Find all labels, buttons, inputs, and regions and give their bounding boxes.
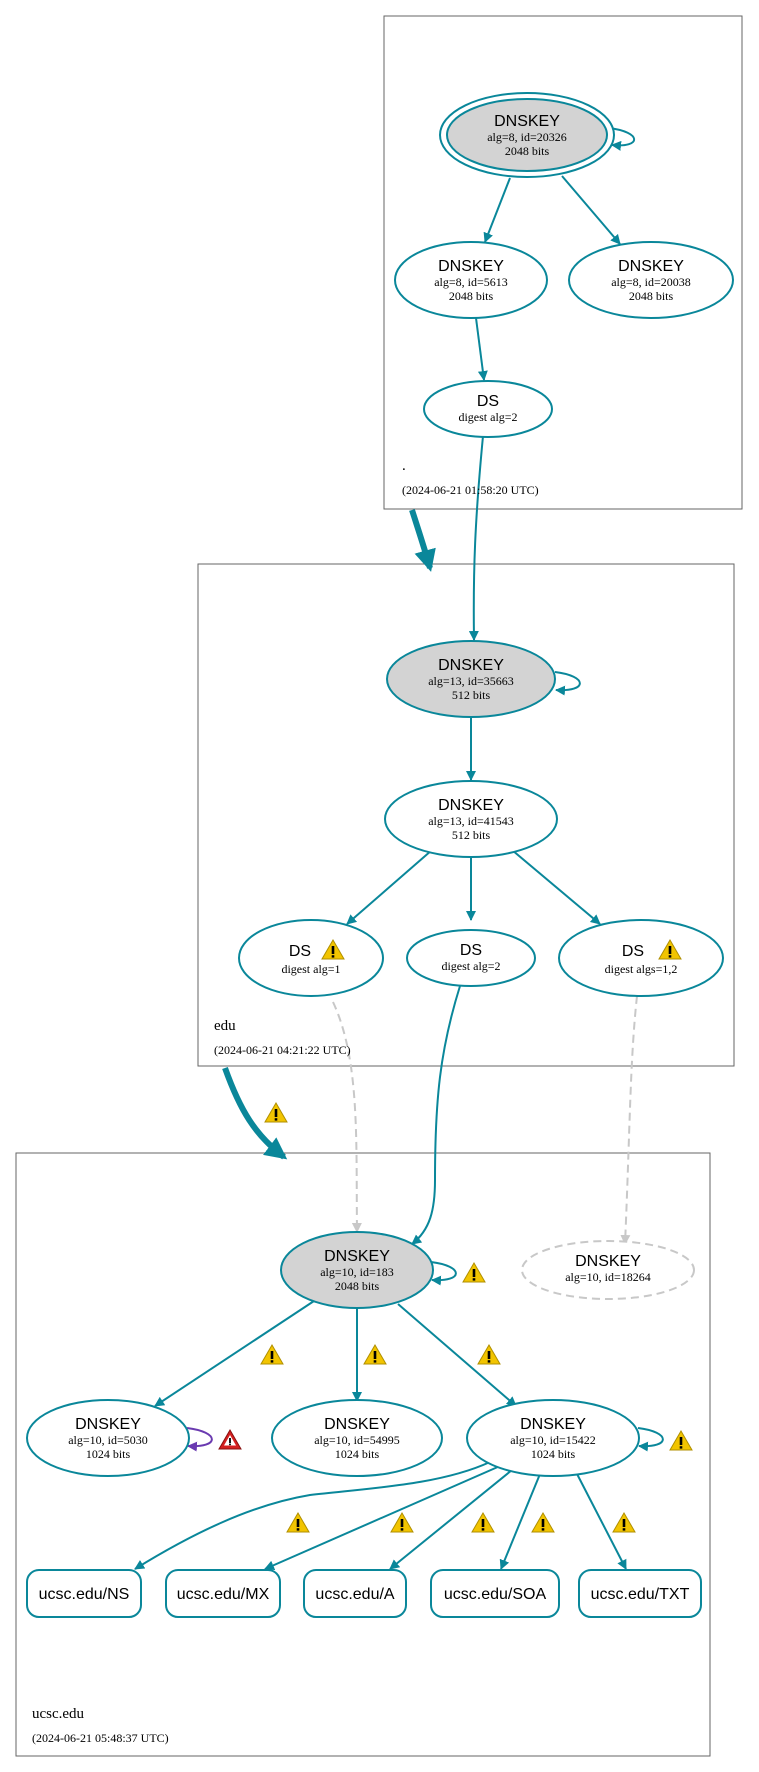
- dnskey-ucsc-5030-node[interactable]: DNSKEY alg=10, id=5030 1024 bits: [26, 1399, 190, 1477]
- rrset-label: ucsc.edu/MX: [177, 1586, 270, 1603]
- node-key-size: 2048 bits: [335, 1279, 380, 1293]
- node-alg-id: alg=10, id=183: [320, 1265, 394, 1279]
- rrset-label: ucsc.edu/A: [315, 1586, 394, 1603]
- edge-root-ksk-zsk2: [561, 175, 621, 245]
- edge-k15422-a: [389, 1469, 513, 1570]
- edge-edu-ds3-ucsc-missing: [620, 995, 638, 1245]
- node-key-size: 512 bits: [452, 688, 491, 702]
- node-key-size: 512 bits: [452, 828, 491, 842]
- edge-edu-zsk-ds3: [511, 849, 601, 925]
- dnskey-edu-zsk-node[interactable]: DNSKEY alg=13, id=41543 512 bits: [384, 780, 558, 858]
- dnskey-ucsc-missing-18264-node[interactable]: DNSKEY alg=10, id=18264: [521, 1240, 695, 1300]
- zone-timestamp-edu: (2024-06-21 04:21:22 UTC): [214, 1043, 351, 1057]
- node-alg-id: alg=13, id=35663: [428, 674, 514, 688]
- edge-ucsc-k15422-self: [637, 1427, 664, 1452]
- zone-name-ucsc: ucsc.edu: [32, 1706, 85, 1722]
- node-alg-id: alg=8, id=20038: [611, 275, 691, 289]
- node-digest: digest alg=2: [458, 410, 517, 424]
- dnskey-root-ksk-node[interactable]: DNSKEY alg=8, id=20326 2048 bits: [439, 92, 615, 178]
- zone-timestamp-ucsc: (2024-06-21 05:48:37 UTC): [32, 1731, 169, 1745]
- node-title: DNSKEY: [438, 797, 504, 814]
- edge-root-ksk-self: [608, 127, 635, 151]
- node-title: DNSKEY: [438, 258, 504, 275]
- node-key-size: 1024 bits: [86, 1447, 131, 1461]
- delegation-warning-icon: [264, 1102, 288, 1123]
- edge-ucsc-ksk-k5030: [154, 1300, 315, 1407]
- dnskey-ucsc-54995-node[interactable]: DNSKEY alg=10, id=54995 1024 bits: [271, 1399, 443, 1477]
- rrset-label: ucsc.edu/NS: [39, 1586, 130, 1603]
- node-digest: digest algs=1,2: [605, 962, 678, 976]
- edge-root-zsk1-ds: [475, 317, 488, 381]
- node-alg-id: alg=10, id=5030: [68, 1433, 148, 1447]
- node-alg-id: alg=8, id=5613: [434, 275, 508, 289]
- ds-edu-algs12-node[interactable]: DS digest algs=1,2: [558, 919, 724, 997]
- edge-edu-zsk-ds1: [346, 849, 433, 925]
- ds-root-node[interactable]: DS digest alg=2: [423, 380, 553, 438]
- node-title: DNSKEY: [618, 258, 684, 275]
- node-title: DNSKEY: [324, 1416, 390, 1433]
- zone-name-root: .: [402, 458, 406, 474]
- edge-root-ksk-zsk1: [483, 177, 511, 243]
- ds-edu-alg2-node[interactable]: DS digest alg=2: [406, 929, 536, 987]
- node-title: DNSKEY: [494, 113, 560, 130]
- rrset-label: ucsc.edu/TXT: [591, 1586, 690, 1603]
- node-alg-id: alg=10, id=15422: [510, 1433, 596, 1447]
- rrset-ns-node[interactable]: ucsc.edu/NS: [26, 1569, 142, 1618]
- rrset-soa-node[interactable]: ucsc.edu/SOA: [430, 1569, 560, 1618]
- rrset-label: ucsc.edu/SOA: [444, 1586, 547, 1603]
- edge-ucsc-k5030-self: [186, 1427, 213, 1452]
- edge-root-ds-edu-ksk: [468, 435, 484, 641]
- dnskey-edu-ksk-node[interactable]: DNSKEY alg=13, id=35663 512 bits: [386, 640, 556, 718]
- node-title: DS: [460, 942, 482, 959]
- node-title: DS: [622, 943, 644, 960]
- node-key-size: 1024 bits: [531, 1447, 576, 1461]
- node-key-size: 2048 bits: [629, 289, 674, 303]
- node-title: DS: [289, 943, 311, 960]
- node-title: DS: [477, 393, 499, 410]
- rrset-a-node[interactable]: ucsc.edu/A: [303, 1569, 407, 1618]
- node-alg-id: alg=10, id=18264: [565, 1270, 651, 1284]
- node-key-size: 2048 bits: [505, 144, 550, 158]
- edge-root-to-edu-delegation: [409, 509, 436, 572]
- node-title: DNSKEY: [324, 1248, 390, 1265]
- node-title: DNSKEY: [438, 657, 504, 674]
- edge-k15422-mx: [264, 1465, 501, 1570]
- node-alg-id: alg=13, id=41543: [428, 814, 514, 828]
- dnskey-root-zsk-20038-node[interactable]: DNSKEY alg=8, id=20038 2048 bits: [568, 241, 734, 319]
- dnskey-ucsc-15422-node[interactable]: DNSKEY alg=10, id=15422 1024 bits: [466, 1399, 640, 1477]
- dnskey-ucsc-ksk-183-node[interactable]: DNSKEY alg=10, id=183 2048 bits: [280, 1231, 434, 1309]
- node-alg-id: alg=10, id=54995: [314, 1433, 400, 1447]
- ds-edu-alg1-node[interactable]: DS digest alg=1: [238, 919, 384, 997]
- edge-edu-ds2-ucsc-ksk: [411, 985, 461, 1245]
- rrset-mx-node[interactable]: ucsc.edu/MX: [165, 1569, 281, 1618]
- zone-timestamp-root: (2024-06-21 01:58:20 UTC): [402, 483, 539, 497]
- node-key-size: 1024 bits: [335, 1447, 380, 1461]
- edge-ucsc-ksk-k15422: [397, 1303, 517, 1407]
- edge-edu-ksk-self: [554, 671, 581, 696]
- rrset-txt-node[interactable]: ucsc.edu/TXT: [578, 1569, 702, 1618]
- node-title: DNSKEY: [575, 1253, 641, 1270]
- node-alg-id: alg=8, id=20326: [487, 130, 567, 144]
- node-digest: digest alg=2: [441, 959, 500, 973]
- node-digest: digest alg=1: [281, 962, 340, 976]
- edge-ucsc-ksk-self: [430, 1261, 457, 1286]
- zone-name-edu: edu: [214, 1018, 236, 1034]
- edge-k15422-soa: [499, 1473, 541, 1570]
- node-key-size: 2048 bits: [449, 289, 494, 303]
- edge-edu-ds1-ucsc-ksk: [332, 1001, 362, 1233]
- edge-k15422-txt: [575, 1471, 627, 1570]
- edge-edu-to-ucsc-delegation: [222, 1066, 288, 1160]
- edge-k15422-ns: [134, 1461, 491, 1570]
- node-title: DNSKEY: [75, 1416, 141, 1433]
- dnskey-root-zsk-5613-node[interactable]: DNSKEY alg=8, id=5613 2048 bits: [394, 241, 548, 319]
- node-title: DNSKEY: [520, 1416, 586, 1433]
